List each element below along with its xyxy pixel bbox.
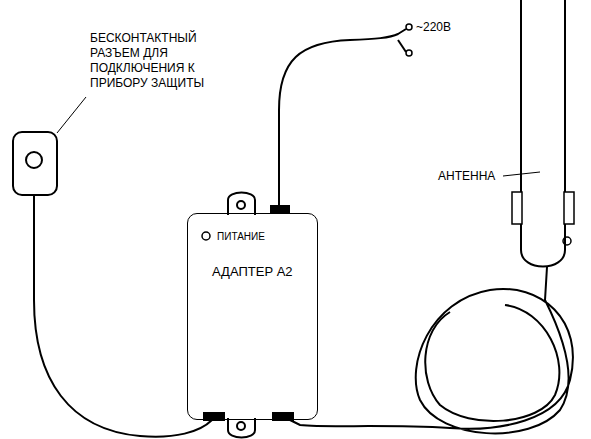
leader-line — [503, 172, 540, 176]
power-cable — [398, 40, 406, 52]
connector-body — [13, 132, 57, 195]
antenna-hole — [563, 237, 571, 245]
voltage-label: ~220В — [416, 20, 451, 35]
terminal — [406, 24, 412, 30]
antenna-cable — [290, 267, 573, 433]
power-cable — [279, 29, 406, 208]
mounting-hole — [237, 201, 245, 209]
device-name: АДАПТЕР А2 — [188, 264, 317, 279]
indicator-label: ПИТАНИЕ — [188, 231, 317, 242]
leader-line — [57, 97, 86, 133]
connector-hole — [26, 152, 42, 168]
adapter-box: ПИТАНИЕ АДАПТЕР А2 — [187, 213, 318, 420]
mounting-hole — [237, 422, 245, 430]
mounting-tab — [228, 193, 255, 216]
terminal — [406, 50, 412, 56]
power-led — [202, 232, 210, 240]
cable — [34, 195, 212, 437]
antenna-cable — [425, 305, 559, 421]
antenna-clip — [512, 192, 522, 224]
antenna-body — [521, 0, 565, 267]
callout-text: БЕСКОНТАКТНЫЙ РАЗЪЕМ ДЛЯ ПОДКЛЮЧЕНИЯ К П… — [90, 31, 218, 91]
mounting-tab — [228, 418, 255, 438]
part-name: АНТЕННА — [438, 169, 495, 184]
antenna-clip — [564, 192, 574, 224]
